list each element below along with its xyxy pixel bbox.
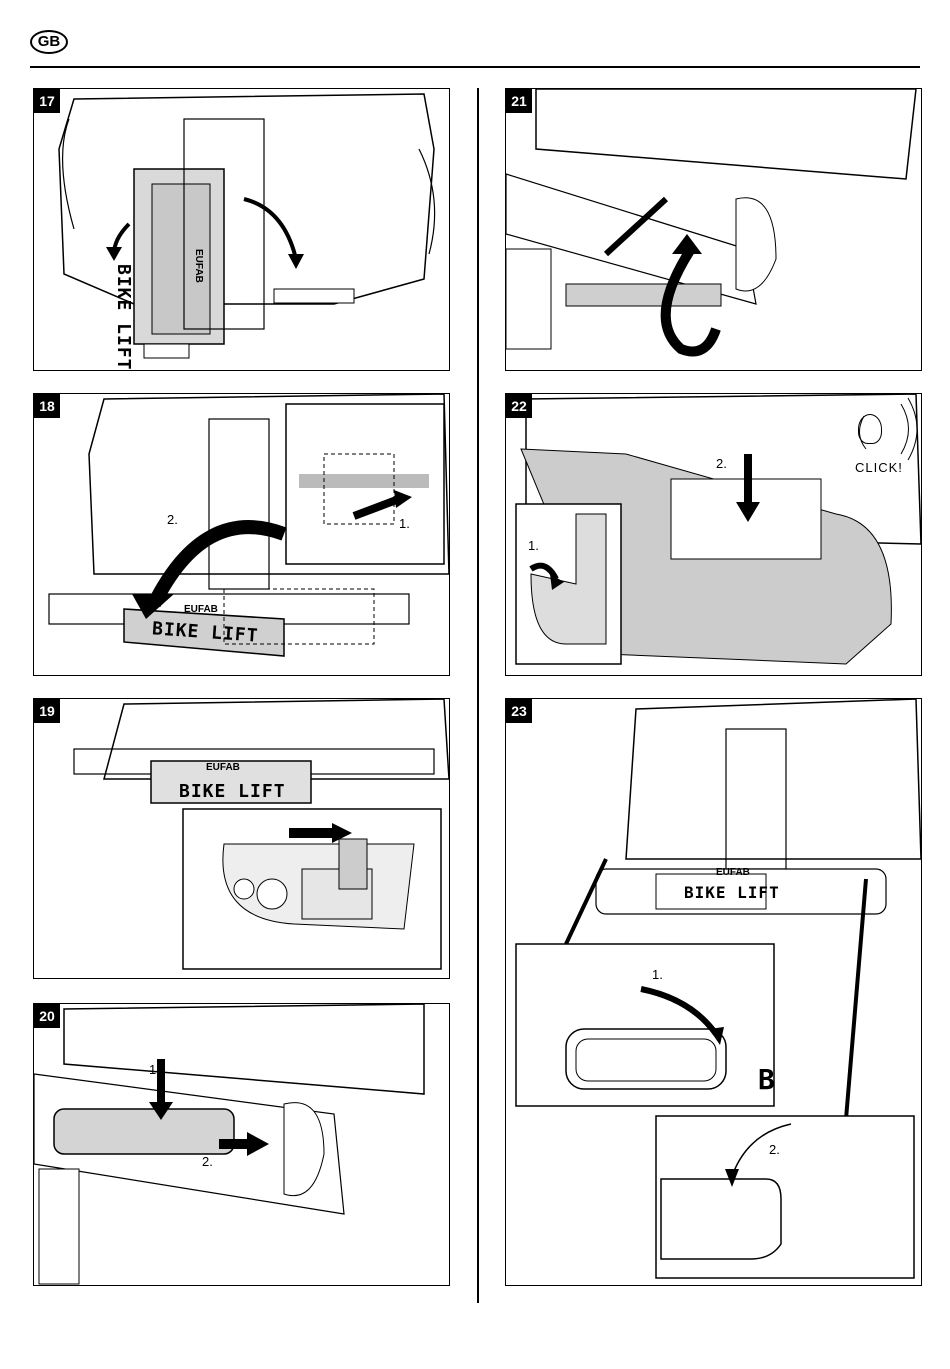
header-rule [30, 66, 920, 68]
step-22-panel: 22 2. 1. CLICK! [505, 393, 922, 676]
step-20-panel: 20 1. 2. [33, 1003, 450, 1286]
step-number: 20 [34, 1004, 60, 1028]
callout-1: 1. [528, 538, 539, 553]
callout-2: 2. [202, 1154, 213, 1169]
ear-icon [858, 414, 882, 444]
step-number: 18 [34, 394, 60, 418]
step-18-panel: 18 2. 1. BIKE LIFT EUFAB [33, 393, 450, 676]
step-number: 23 [506, 699, 532, 723]
plate-label: BIKE LIFT [179, 781, 286, 802]
step-number: 22 [506, 394, 532, 418]
step-19-panel: 19 BIKE LIFT EUFAB [33, 698, 450, 979]
brand-label: EUFAB [193, 249, 204, 283]
step-number: 17 [34, 89, 60, 113]
callout-2: 2. [769, 1142, 780, 1157]
taillight-slide-illustration [34, 1004, 450, 1286]
callout-1: 1. [149, 1062, 160, 1077]
brand-label: EUFAB [716, 867, 750, 878]
brand-label: EUFAB [184, 604, 218, 615]
carrier-lock-illustration [34, 699, 450, 979]
brand-label: EUFAB [206, 762, 240, 773]
step-number: 19 [34, 699, 60, 723]
step-17-panel: 17 BIKE LIFT EUFAB [33, 88, 450, 371]
plate-label: BIKE LIFT [113, 264, 134, 371]
strap-fold-illustration [506, 89, 922, 371]
lights-unfold-illustration [506, 699, 922, 1286]
plate-fragment: B [758, 1063, 776, 1096]
step-number: 21 [506, 89, 532, 113]
plate-label: BIKE LIFT [684, 883, 780, 902]
callout-2: 2. [716, 456, 727, 471]
car-rear-bikecarrier-folded-illustration [34, 89, 450, 371]
step-21-panel: 21 [505, 88, 922, 371]
column-divider [477, 88, 479, 1303]
callout-2: 2. [167, 512, 178, 527]
language-badge: GB [30, 30, 68, 54]
callout-1: 1. [399, 516, 410, 531]
callout-1: 1. [652, 967, 663, 982]
step-23-panel: 23 BIKE LIFT EUFAB 1. 2. B [505, 698, 922, 1286]
click-sound-label: CLICK! [855, 460, 903, 475]
